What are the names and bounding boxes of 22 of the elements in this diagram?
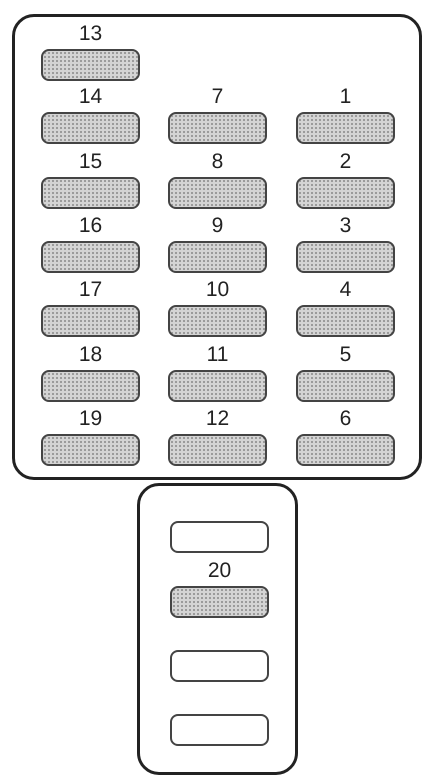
- fuse-number: 19: [78, 407, 104, 431]
- fuse-number: 5: [338, 343, 352, 367]
- fuse-number: 2: [338, 150, 352, 174]
- fuse-number: 11: [206, 343, 230, 367]
- fuse-number: 12: [204, 407, 230, 431]
- fuse-number: 14: [78, 85, 104, 109]
- fuse-number: 15: [78, 150, 104, 174]
- fuse-number: 6: [338, 407, 352, 431]
- fuse-number: 17: [78, 278, 104, 302]
- fuse-number: 7: [210, 85, 224, 109]
- fuse-number: 8: [210, 150, 224, 174]
- fuse-number: 1: [338, 85, 352, 109]
- fuse-panel: [12, 14, 422, 480]
- fuse-panel: [137, 483, 298, 775]
- fuse-number: 10: [204, 278, 230, 302]
- fuse-number: 4: [338, 278, 352, 302]
- fuse-number: 16: [78, 214, 104, 238]
- fuse-number: 13: [78, 22, 104, 46]
- fuse-number: 9: [210, 214, 224, 238]
- fuse-number: 3: [338, 214, 352, 238]
- fuse-number: 18: [78, 343, 104, 367]
- fuse-number: 20: [206, 559, 232, 583]
